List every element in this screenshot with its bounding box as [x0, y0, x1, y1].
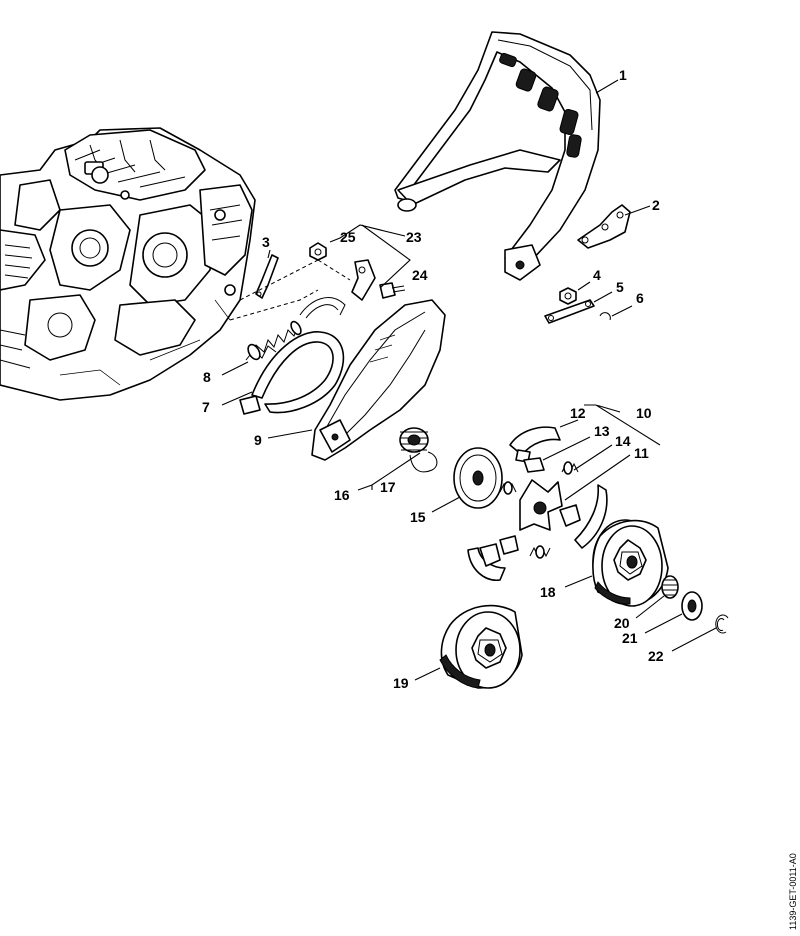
part-bell-crank-23 [351, 259, 376, 301]
label-14: 14 [615, 433, 631, 449]
label-20: 20 [614, 615, 630, 631]
part-brake-band-7 [239, 297, 346, 415]
part-e-clip-22 [715, 614, 729, 634]
label-9: 9 [254, 432, 262, 448]
part-clutch-hub-11 [519, 479, 563, 531]
part-clutch-drum-18 [592, 519, 669, 607]
label-16: 16 [334, 487, 350, 503]
part-bracket [577, 204, 631, 249]
part-cover-9 [311, 299, 446, 461]
part-spring-small-a [499, 481, 517, 495]
label-24: 24 [412, 267, 428, 283]
label-11: 11 [634, 445, 649, 461]
label-12: 12 [570, 405, 586, 421]
drawing-code: 1139-GET-0011-A0 [788, 853, 798, 930]
part-washer-21 [681, 591, 703, 621]
part-spring-small-b [529, 545, 551, 559]
part-washer-15 [453, 447, 503, 509]
label-15: 15 [410, 509, 426, 525]
part-nut-25 [309, 242, 327, 261]
label-13: 13 [594, 423, 610, 439]
label-1: 1 [619, 67, 627, 83]
label-6: 6 [636, 290, 644, 306]
part-needle-bearing-20 [661, 575, 679, 599]
label-7: 7 [202, 399, 210, 415]
label-19: 19 [393, 675, 409, 691]
part-screw-24 [379, 282, 406, 299]
part-spring-wire-17 [409, 451, 438, 473]
label-2: 2 [652, 197, 660, 213]
part-link-5 [544, 299, 595, 324]
label-18: 18 [540, 584, 556, 600]
part-clutch-ring-16 [399, 427, 429, 453]
leader-lines [221, 79, 717, 681]
label-3: 3 [262, 234, 270, 250]
part-spring-8 [245, 320, 302, 361]
part-clutch-shoe-12 [509, 426, 561, 463]
part-spur-sprocket-19 [439, 604, 523, 689]
part-front-handle [394, 31, 601, 281]
assembly-line [229, 259, 351, 321]
callout-labels: 1 2 3 4 5 6 7 8 9 10 11 12 13 14 15 16 1… [202, 67, 664, 691]
part-spring-13 [523, 457, 545, 473]
label-8: 8 [203, 369, 211, 385]
part-clutch-shoe-lower [467, 535, 519, 581]
part-nut-4 [559, 287, 577, 305]
label-23: 23 [406, 229, 422, 245]
label-5: 5 [616, 279, 624, 295]
part-lever-3 [255, 254, 279, 299]
label-21: 21 [622, 630, 638, 646]
label-17: 17 [380, 479, 396, 495]
label-4: 4 [593, 267, 601, 283]
part-clutch-shoe-right [559, 484, 608, 549]
label-25: 25 [340, 229, 356, 245]
part-spring-14 [561, 461, 579, 475]
engine-housing [0, 127, 256, 401]
label-22: 22 [648, 648, 664, 664]
part-clip-6 [599, 312, 611, 321]
label-10: 10 [636, 405, 652, 421]
